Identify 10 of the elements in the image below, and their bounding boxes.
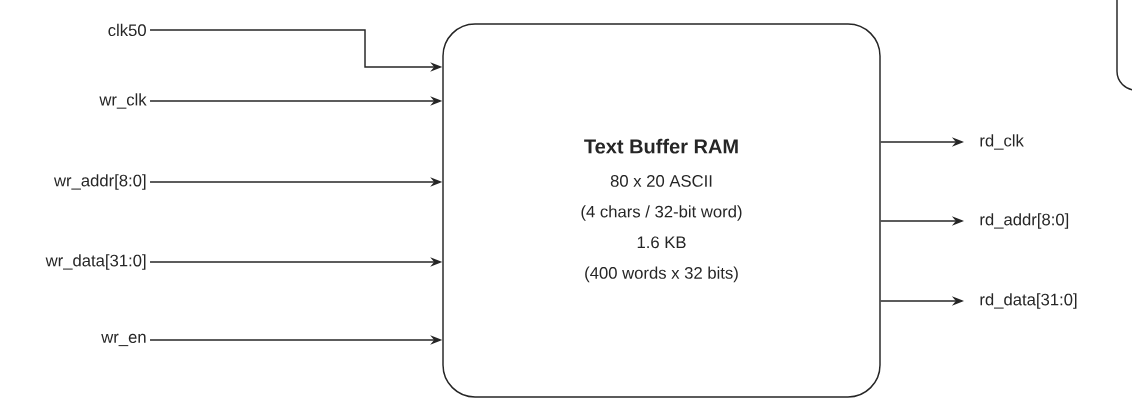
signal-label: wr_addr[8:0] bbox=[53, 174, 146, 190]
signal-label: clk50 bbox=[108, 23, 146, 37]
signal-label: rd_clk bbox=[980, 134, 1024, 150]
empty-box bbox=[1116, 0, 1132, 91]
signal-label: wr_en bbox=[101, 333, 146, 347]
signal-label: rd_data[31:0] bbox=[980, 293, 1077, 309]
signal-label: rd_addr[8:0] bbox=[980, 213, 1069, 229]
module-box: Text Buffer RAM 80 x 20 ASCII (4 chars / 32-bit word) 1.6 KB (400 words x 32 bits) bbox=[442, 23, 881, 398]
signal-label: wr_data[31:0] bbox=[45, 254, 146, 270]
signal-label: wr_clk bbox=[99, 93, 147, 109]
